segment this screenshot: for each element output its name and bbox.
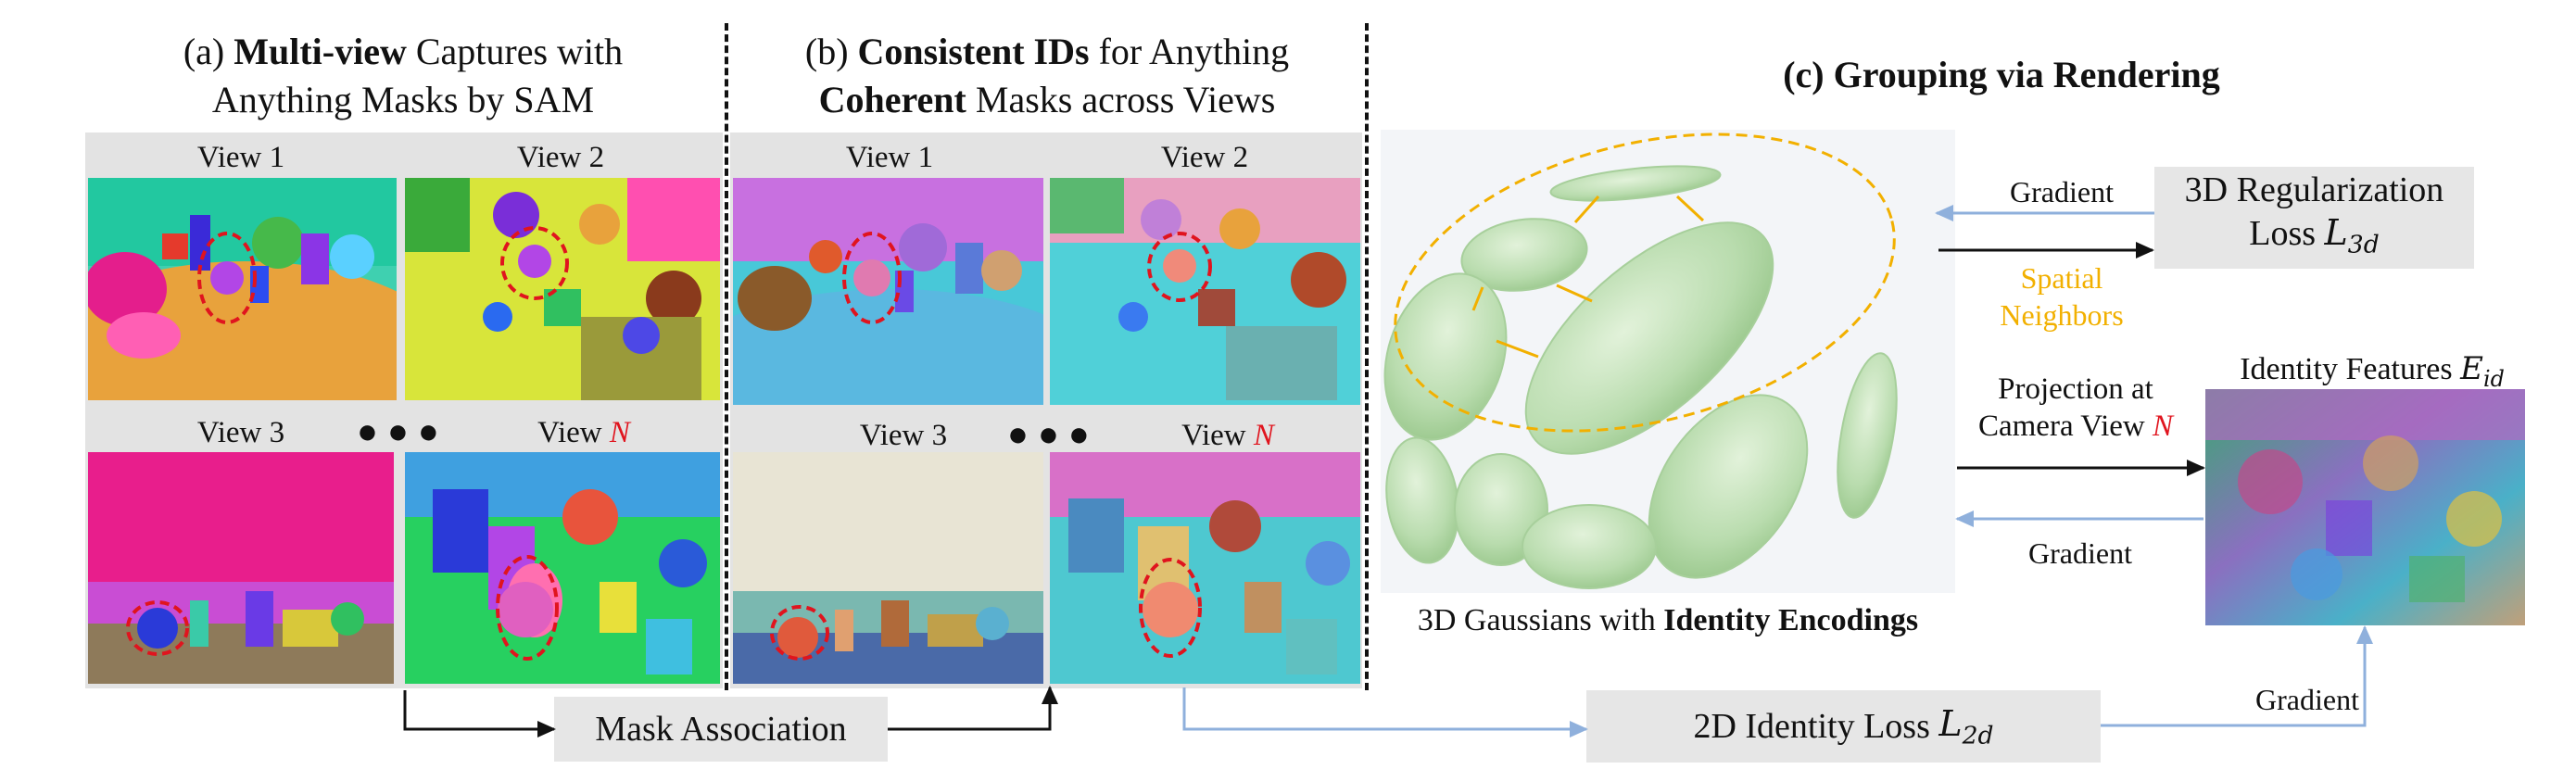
gradient-bottom-arrow [2101,625,2373,727]
panel-a-viewN-image [405,452,720,684]
projection-label: Projection at Camera View N [1955,371,2196,445]
separator-b-c [1365,23,1369,690]
spatial-neighbors-line2: Neighbors [2000,298,2124,332]
panel-a-view2-label: View 2 [516,141,605,174]
mask-highlight-circle [496,555,559,661]
regularization-loss-title: 3D Regularization [2184,170,2444,210]
panel-b-viewN-symbol: N [1253,419,1274,452]
panel-b-title-bold2: Coherent [818,79,966,120]
gradient-top-label: Gradient [2010,175,2114,208]
mask-highlight-circle [842,232,902,324]
panel-b-title: (b) Consistent IDs for Anything Coherent… [732,28,1362,124]
panel-b-view2-image [1050,178,1360,405]
gaussian-ellipsoid [1648,394,1809,579]
panel-b-view3-label: View 3 [859,419,948,452]
gaussians-panel [1381,130,1955,593]
mask-highlight-circle [126,600,189,656]
neighbor-group-ellipse [1394,132,1896,433]
identity-features-label: Identity Features Eid [2196,350,2548,397]
panel-b-viewN-text: View [1181,419,1246,452]
mask-highlight-circle [770,605,829,661]
mask-association-box: Mask Association [554,697,888,762]
regularization-loss-formula: Loss L3d [2249,211,2379,267]
gaussians-caption-text: 3D Gaussians with [1417,603,1656,637]
spatial-neighbors-line1: Spatial [2020,261,2103,295]
panel-b-ellipsis: ●●● [1007,415,1099,454]
regularization-loss-subscript: 3d [2347,230,2380,259]
gradient-bottom-label: Gradient [2255,683,2359,716]
panel-a-viewN-text: View [537,416,602,449]
panel-a-view1-image [88,178,397,400]
panel-a-ellipsis: ●●● [357,412,448,451]
panel-a-view3-image [88,452,394,684]
panel-a-title-prefix: (a) [183,31,225,72]
identity-loss-2d-box: 2D Identity Loss L2d [1586,690,2101,763]
projection-camera-symbol: N [2153,410,2174,443]
projection-line1: Projection at [1998,372,2153,406]
identity-features-image [2205,389,2525,625]
panel-a-title-line2: Anything Masks by SAM [211,79,595,120]
gaussian-ellipsoid [1549,165,1722,202]
gaussian-ellipsoid [1460,218,1588,292]
panel-a-title: (a) Multi-view Captures with Anything Ma… [83,28,723,124]
panel-b-view1-label: View 1 [845,141,934,174]
panel-a-title-bold: Multi-view [234,31,407,72]
spatial-neighbors-label: Spatial Neighbors [1955,259,2168,334]
projection-line2: Camera View [1977,410,2145,443]
panel-b-viewN-image [1050,452,1360,684]
panel-b-title-line2: Masks across Views [975,79,1276,120]
panel-c-title: (c) Grouping via Rendering [1783,54,2220,95]
identity-loss-2d-symbol: L [1938,702,1963,744]
panel-b-viewN-label: View N [1107,417,1348,454]
gaussian-ellipsoid [1522,504,1657,589]
identity-loss-2d-subscript: 2d [1962,721,1994,750]
regularization-loss-word: Loss [2249,214,2317,254]
mask-highlight-circle [1139,558,1202,658]
mask-highlight-circle [500,226,569,300]
mask-highlight-circle [197,232,257,324]
panel-b-view3-image [733,452,1043,684]
neighbor-links [1471,195,1705,359]
gaussians-caption-bold: Identity Encodings [1663,603,1919,637]
identity-features-symbol: E [2460,350,2483,387]
identity-features-text: Identity Features [2240,352,2453,386]
identity-features-subscript: id [2482,365,2505,392]
mask-highlight-circle [1147,232,1212,302]
gaussian-ellipsoids [1383,165,1898,589]
panel-a-title-rest: Captures with [415,31,624,72]
regularization-loss-symbol: L [2324,212,2348,254]
mask-association-arrow-out [888,686,1058,731]
gradient-mid-label: Gradient [2028,536,2132,570]
identity-loss-2d-text: 2D Identity Loss [1693,707,1930,746]
panel-a-view1-label: View 1 [196,141,285,174]
mask-association-arrow-in [403,690,554,731]
regularization-loss-box: 3D Regularization Loss L3d [2154,167,2474,269]
gaussian-ellipsoid [1524,221,1774,455]
panel-b-title-rest: for Anything [1098,31,1290,72]
panel-a-view3-label: View 3 [196,416,285,449]
panel-b-view1-image [733,178,1043,405]
panel-a-viewN-symbol: N [609,416,630,449]
gaussian-ellipsoid [1837,352,1898,519]
panel-b-title-bold1: Consistent IDs [857,31,1090,72]
panel-a-viewN-label: View N [463,414,704,451]
consistent-masks-to-loss-arrow [1182,687,1588,737]
panel-b-view2-label: View 2 [1160,141,1249,174]
panel-a-view2-image [405,178,720,400]
panel-b-title-prefix: (b) [804,31,849,72]
separator-a-b [725,23,728,690]
gaussians-caption: 3D Gaussians with Identity Encodings [1381,602,1955,639]
